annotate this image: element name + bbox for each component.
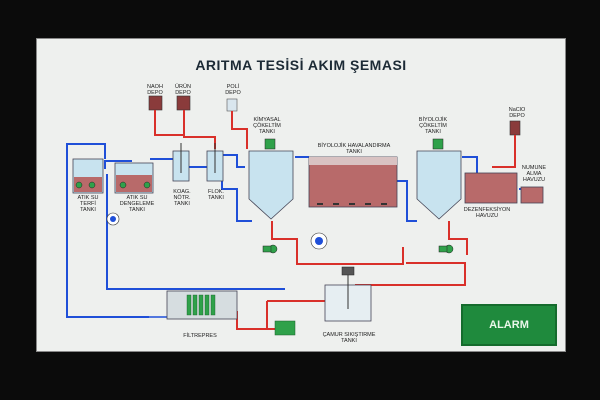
filtrepres-plates <box>186 294 216 316</box>
label-biyolojik-havalandirma: BİYOLOJİK HAVALANDIRMA TANKI <box>317 143 391 155</box>
poli-depot[interactable] <box>226 98 238 112</box>
filtrate-line <box>66 244 149 318</box>
sludge-pump-left[interactable] <box>262 244 278 254</box>
kimyasal-cokeltim-tank[interactable] <box>248 150 294 220</box>
label-kimyasal-cokeltim: KİMYASAL ÇÖKELTİM TANKI <box>253 117 281 135</box>
sludge-cake-container[interactable] <box>274 320 296 336</box>
label-naclo-depo: NaClO DEPO <box>508 107 526 119</box>
label-poli-depo: POLİ DEPO <box>225 84 241 96</box>
label-naoh-depo: NAOH DEPO <box>147 84 163 96</box>
thickener-motor[interactable] <box>341 266 355 276</box>
sludge-line-recycle <box>296 247 404 265</box>
sludge-line-to-thickener <box>355 262 466 286</box>
dengeleme-pump-2[interactable] <box>143 181 151 189</box>
main-water-line <box>150 154 245 168</box>
equalization-line <box>104 160 132 169</box>
naoh-depot[interactable] <box>148 95 163 111</box>
terfi-pump-2[interactable] <box>88 181 96 189</box>
label-camur-sikistirma: ÇAMUR SIKIŞTIRME TANKI <box>322 332 376 344</box>
flow-diagram <box>66 95 544 336</box>
label-dezenfeksiyon: DEZENFEKSİYON HAVUZU <box>463 207 511 219</box>
blower-left-center <box>110 216 116 222</box>
label-biyolojik-cokeltim: BİYOLOJİK ÇÖKELTİM TANKI <box>418 117 448 135</box>
to-bio-settling-line <box>394 180 417 222</box>
label-urun-depo: ÜRÜN DEPO <box>175 84 191 96</box>
naclo-dosing-line <box>492 135 516 168</box>
filterpress-drain <box>236 311 267 330</box>
label-atik-su-dengeleme: ATIK SU DENGELEME TANKI <box>119 195 155 213</box>
label-atik-su-terfi: ATIK SU TERFİ TANKI <box>77 195 99 213</box>
label-numune-alma: NUMUNE ALMA HAVUZU <box>521 165 547 183</box>
poli-dosing-line <box>231 111 248 149</box>
inlet-water-line <box>66 143 106 244</box>
kimyasal-cokeltim-motor[interactable] <box>264 138 276 150</box>
biyolojik-cokeltim-tank[interactable] <box>416 150 462 220</box>
return-water-line <box>106 174 285 290</box>
urun-depot[interactable] <box>176 95 191 111</box>
dengeleme-tank-water <box>116 175 152 192</box>
page-title: ARITMA TESİSİ AKIM ŞEMASI <box>195 57 407 73</box>
label-flok-tank: FLOK. TANKI <box>208 189 224 201</box>
aeration-surface <box>309 157 397 165</box>
sludge-line-bio <box>448 221 468 255</box>
label-koag-tank: KOAG. NÖTR. TANKI <box>173 189 191 207</box>
naoh-dosing-line <box>154 110 185 136</box>
label-filtrepres: FİLTREPRES <box>183 333 217 339</box>
biyolojik-havalandirma-tank[interactable] <box>308 156 398 208</box>
dengeleme-pump-1[interactable] <box>119 181 127 189</box>
numune-alma-havuzu[interactable] <box>520 186 544 204</box>
alarm-button[interactable]: ALARM <box>461 304 557 346</box>
to-chemical-settling <box>221 179 252 222</box>
hmi-screen: ARITMA TESİSİ AKIM ŞEMASI NAOH DEPO ÜRÜN… <box>36 38 566 352</box>
terfi-pump-1[interactable] <box>75 181 83 189</box>
dezenfeksiyon-havuzu[interactable] <box>464 172 518 204</box>
sludge-pump-right[interactable] <box>438 244 454 254</box>
aeration-diffusers <box>317 203 387 205</box>
urun-dosing-line <box>183 110 216 149</box>
biyolojik-cokeltim-motor[interactable] <box>432 138 444 150</box>
naclo-depot[interactable] <box>509 120 521 136</box>
terfi-tank-water <box>74 177 102 192</box>
aeration-blower-center <box>315 237 323 245</box>
sludge-line-chem <box>271 221 298 254</box>
